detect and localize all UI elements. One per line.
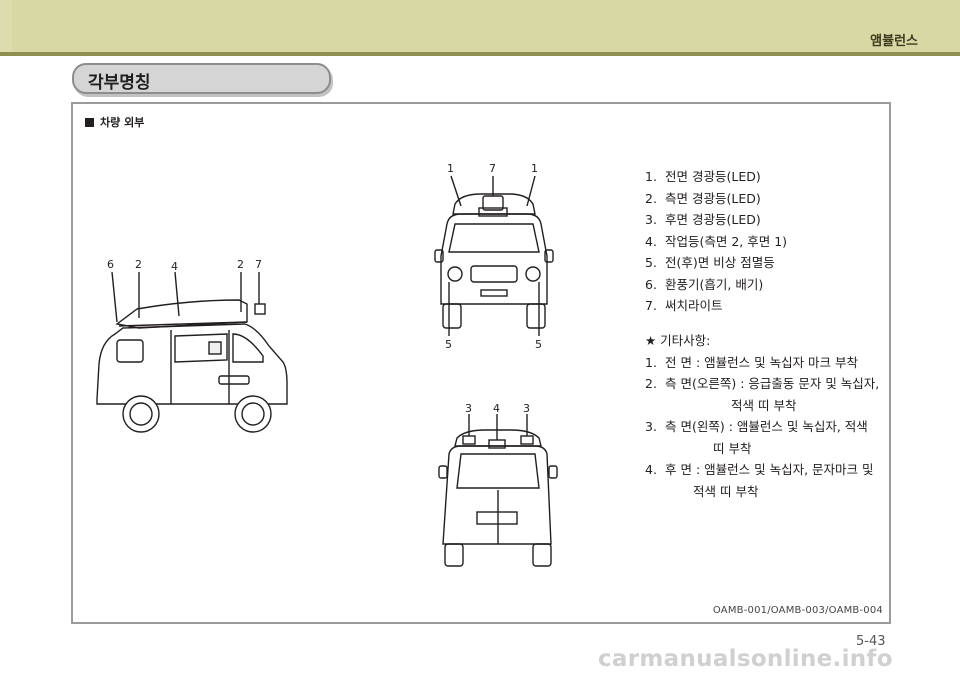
rear-label-2: 4 [493,402,500,415]
top-header-band [0,0,960,52]
list-item-continuation: 적색 띠 부착 [693,483,759,499]
subheading: 차량 외부 [85,114,144,130]
subheading-text: 차량 외부 [100,116,145,129]
list-item: 1.전 면 : 앰뷸런스 및 녹십자 마크 부착 [645,354,859,370]
list-item: 7.써치라이트 [645,298,723,313]
front-view-illustration: 1 7 1 5 5 [434,162,554,351]
list-item: 6.환풍기(흡기, 배기) [645,276,764,292]
top-header-rule [0,52,960,56]
side-label-4: 2 [237,258,244,271]
front-label-3: 1 [531,162,538,175]
side-label-1: 6 [107,258,114,271]
list-item: 4.작업등(측면 2, 후면 1) [645,233,788,249]
rear-label-1: 3 [465,402,472,415]
side-label-2: 2 [135,258,142,271]
content-panel: 차량 외부 [71,102,891,624]
rear-view-illustration: 3 4 3 [438,402,558,567]
chapter-title: 앰뷸런스 [870,34,918,49]
notes-title: ★ 기타사항: [645,333,711,348]
list-item: 4.후 면 : 앰뷸런스 및 녹십자, 문자마크 및 [645,462,874,477]
side-label-3: 4 [171,260,178,273]
parts-list: 1.전면 경광등(LED) 2.측면 경광등(LED) 3.후면 경광등(LED… [645,166,787,317]
front-label-5: 5 [535,338,542,351]
side-view-illustration: 6 2 4 2 7 [96,258,288,433]
list-item: 2.측면 경광등(LED) [645,190,761,206]
section-title-pill: 각부명칭 [72,63,331,94]
front-label-1: 1 [447,162,454,175]
list-item: 3.후면 경광등(LED) [645,212,761,227]
list-item-continuation: 적색 띠 부착 [731,397,797,413]
watermark: carmanualsonline.info [598,646,893,672]
image-codes: OAMB-001/OAMB-003/OAMB-004 [712,605,883,616]
list-item: 3.측 면(왼쪽) : 앰뷸런스 및 녹십자, 적색 [645,419,868,434]
list-item-continuation: 띠 부착 [713,440,752,456]
page-number: 5-43 [856,634,886,649]
square-bullet-icon [85,118,94,127]
section-title: 각부명칭 [88,73,151,93]
front-label-2: 7 [489,162,496,175]
front-label-4: 5 [445,338,452,351]
top-header-band-edge [0,0,12,52]
list-item: 5.전(후)면 비상 점멸등 [645,255,775,270]
rear-label-3: 3 [523,402,530,415]
list-item: 2.측 면(오른쪽) : 응급출동 문자 및 녹십자, [645,376,880,391]
side-label-5: 7 [255,258,262,271]
notes-list: ★ 기타사항: 1.전 면 : 앰뷸런스 및 녹십자 마크 부착 2.측 면(오… [645,330,885,502]
list-item: 1.전면 경광등(LED) [645,169,761,184]
